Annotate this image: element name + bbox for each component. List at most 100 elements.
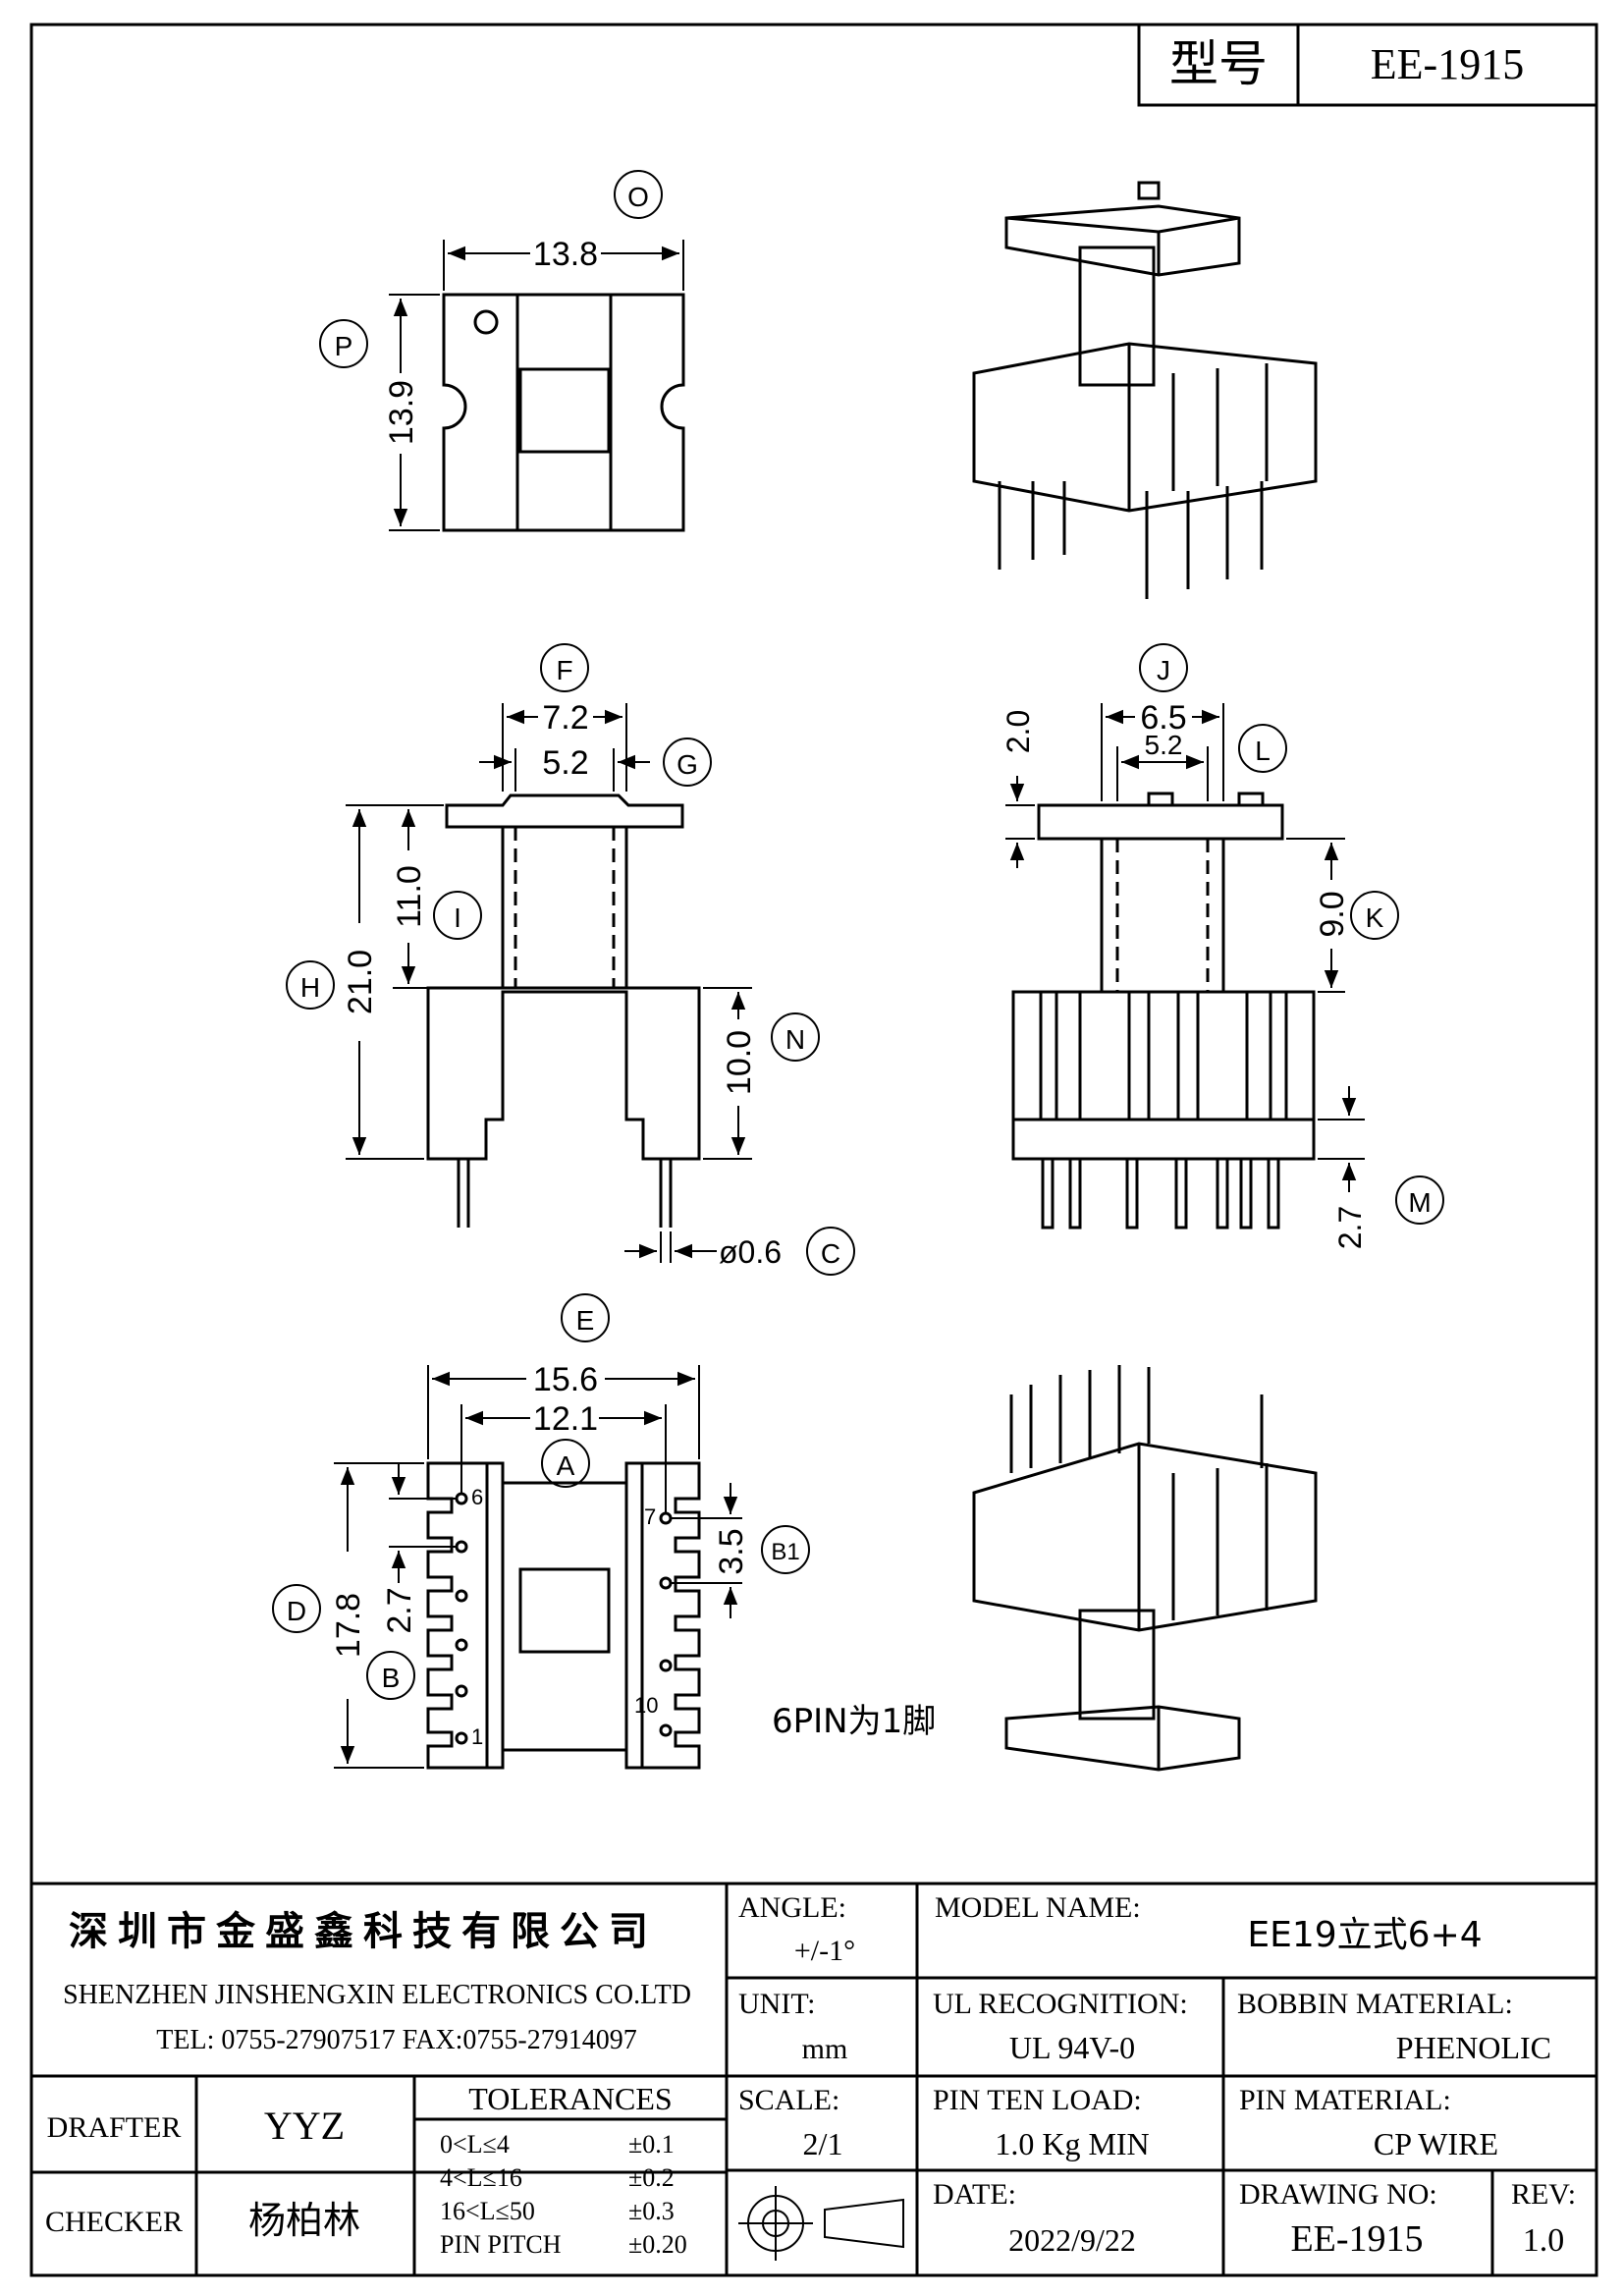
model-box: 型号 EE-1915	[1137, 23, 1598, 107]
tolerance-value-3: ±0.3	[628, 2197, 675, 2225]
tolerance-range-4: PIN PITCH	[440, 2230, 562, 2259]
tolerance-range-3: 16<L≤50	[440, 2197, 535, 2225]
drafter-value: YYZ	[264, 2104, 345, 2148]
tolerance-value-4: ±0.20	[628, 2230, 687, 2259]
svg-text:E: E	[576, 1305, 595, 1336]
drafter-label: DRAFTER	[47, 2111, 182, 2144]
rev-value: 1.0	[1523, 2222, 1565, 2259]
dim-front-i: 11.0	[391, 865, 428, 928]
marker-O: O	[614, 170, 663, 219]
checker-label: CHECKER	[45, 2206, 183, 2238]
unit-label: UNIT:	[738, 1988, 816, 2020]
svg-text:G: G	[676, 749, 698, 780]
tolerance-range-1: 0<L≤4	[440, 2130, 510, 2159]
pin-load-value: 1.0 Kg MIN	[995, 2126, 1149, 2161]
dim-pin-dia: ø0.6	[719, 1234, 782, 1270]
marker-B1: B1	[761, 1525, 810, 1574]
company-en: SHENZHEN JINSHENGXIN ELECTRONICS CO.LTD	[63, 1980, 691, 2010]
company-contact: TEL: 0755-27907517 FAX:0755-27914097	[156, 2025, 636, 2055]
svg-text:I: I	[454, 902, 461, 933]
tolerance-value-1: ±0.1	[628, 2130, 675, 2159]
marker-P: P	[319, 319, 368, 368]
svg-text:O: O	[627, 182, 649, 212]
model-box-label: 型号	[1169, 35, 1268, 92]
svg-text:C: C	[821, 1238, 840, 1269]
svg-text:K: K	[1366, 902, 1384, 933]
marker-B: B	[366, 1651, 415, 1700]
pin-material-value: CP WIRE	[1374, 2126, 1498, 2161]
svg-text:D: D	[287, 1596, 306, 1626]
dim-side-l: 5.2	[1145, 730, 1183, 760]
svg-text:N: N	[785, 1024, 805, 1055]
pin-number-10: 10	[634, 1693, 658, 1718]
drawing-no-label: DRAWING NO:	[1239, 2178, 1437, 2211]
model-box-value: EE-1915	[1371, 40, 1524, 88]
dim-front-n: 10.0	[721, 1030, 758, 1095]
marker-H: H	[286, 960, 335, 1010]
drawing-no-value: EE-1915	[1290, 2218, 1423, 2260]
company-cn: 深圳市金盛鑫科技有限公司	[69, 1909, 658, 1954]
dim-side-top: 2.0	[1001, 710, 1036, 753]
date-value: 2022/9/22	[1008, 2222, 1136, 2258]
dim-height-top: 13.9	[383, 380, 420, 445]
model-name-label: MODEL NAME:	[935, 1891, 1141, 1924]
svg-text:F: F	[556, 655, 572, 685]
svg-text:A: A	[557, 1450, 575, 1481]
svg-text:B1: B1	[771, 1539, 799, 1565]
dim-side-m: 2.7	[1332, 1206, 1368, 1249]
iso-view-bottom	[972, 1365, 1318, 1772]
svg-text:L: L	[1255, 736, 1271, 766]
bobbin-label: BOBBIN MATERIAL:	[1237, 1988, 1513, 2020]
front-view	[346, 703, 752, 1263]
dim-front-f: 7.2	[542, 699, 588, 737]
ul-value: UL 94V-0	[1009, 2030, 1135, 2065]
pin-note: 6PIN为1脚	[772, 1702, 936, 1741]
unit-value: mm	[802, 2033, 848, 2065]
ul-label: UL RECOGNITION:	[933, 1988, 1188, 2020]
dim-bottom-b: 2.7	[381, 1587, 418, 1633]
scale-label: SCALE:	[738, 2084, 839, 2116]
marker-E: E	[561, 1293, 610, 1342]
pin-load-label: PIN TEN LOAD:	[933, 2084, 1142, 2116]
marker-A: A	[541, 1439, 590, 1488]
iso-view-top	[972, 181, 1318, 599]
pin-number-1: 1	[471, 1724, 483, 1749]
pin-number-7: 7	[644, 1504, 656, 1529]
dim-side-j: 6.5	[1140, 699, 1186, 737]
dim-bottom-e: 15.6	[533, 1361, 598, 1398]
svg-text:P: P	[335, 331, 353, 361]
svg-text:M: M	[1408, 1187, 1431, 1218]
tolerance-range-2: 4<L≤16	[440, 2163, 522, 2192]
model-name-value: EE19立式6+4	[1247, 1915, 1482, 1955]
pin-number-6: 6	[471, 1485, 483, 1509]
side-view	[1005, 703, 1365, 1230]
bottom-view	[334, 1365, 742, 1770]
marker-C: C	[806, 1227, 855, 1276]
marker-D: D	[272, 1584, 321, 1633]
dim-front-h: 21.0	[342, 950, 379, 1014]
projection-symbol	[738, 2186, 904, 2261]
marker-G: G	[663, 738, 712, 787]
svg-text:J: J	[1157, 655, 1170, 685]
dim-bottom-d: 17.8	[330, 1593, 367, 1658]
marker-K: K	[1350, 891, 1399, 940]
dim-bottom-b1: 3.5	[713, 1528, 750, 1574]
scale-value: 2/1	[803, 2126, 843, 2161]
bobbin-value: PHENOLIC	[1396, 2030, 1551, 2065]
marker-I: I	[433, 891, 482, 940]
date-label: DATE:	[933, 2178, 1016, 2211]
title-block	[31, 1882, 1596, 2275]
angle-label: ANGLE:	[738, 1891, 846, 1924]
tolerances-label: TOLERANCES	[468, 2081, 672, 2116]
marker-J: J	[1139, 643, 1188, 692]
checker-value: 杨柏林	[248, 2199, 360, 2242]
svg-text:B: B	[382, 1663, 401, 1693]
rev-label: REV:	[1511, 2178, 1576, 2211]
marker-N: N	[771, 1012, 820, 1062]
drawing-border	[29, 23, 1598, 2277]
marker-M: M	[1395, 1175, 1444, 1225]
pin-material-label: PIN MATERIAL:	[1239, 2084, 1451, 2116]
dim-width-top: 13.8	[533, 236, 598, 273]
marker-L: L	[1238, 724, 1287, 773]
dim-side-k: 9.0	[1314, 891, 1351, 937]
